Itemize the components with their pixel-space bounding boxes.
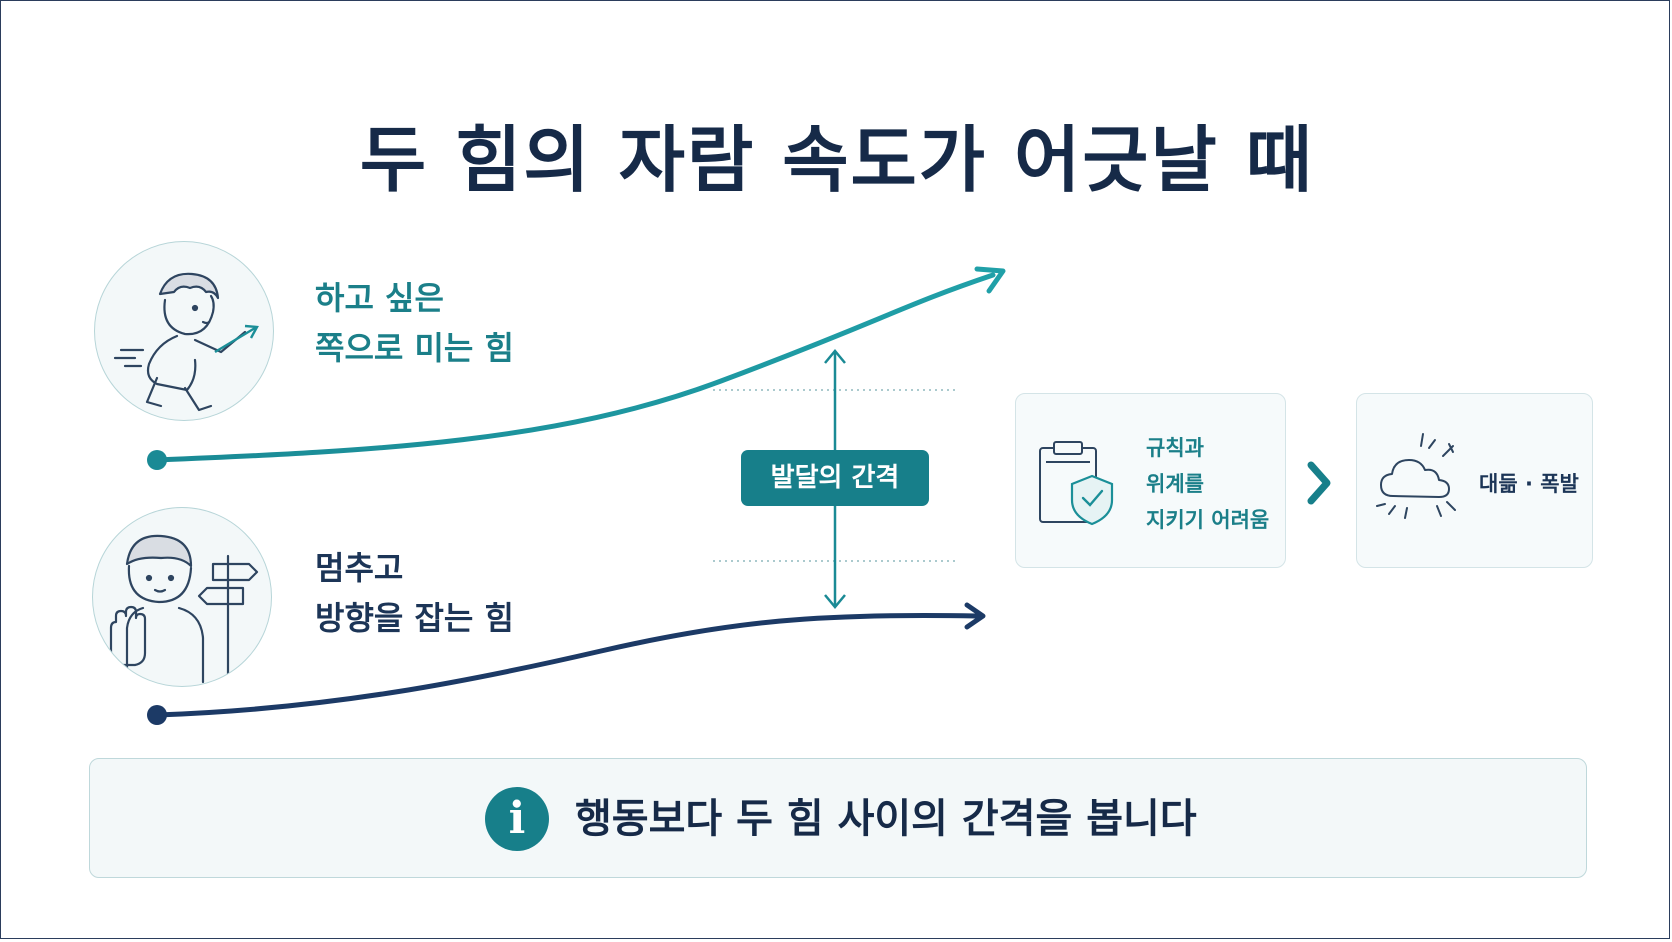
- push-force-label: 하고 싶은 쪽으로 미는 힘: [315, 273, 514, 373]
- stop-force-line1: 멈추고: [315, 549, 404, 587]
- running-child-icon: [94, 241, 274, 421]
- stop-force-start-dot: [147, 705, 167, 725]
- chevron-right-icon: [1307, 461, 1331, 505]
- result-label: 대듦 · 폭발: [1479, 472, 1579, 496]
- stop-force-curve: [154, 612, 980, 718]
- stop-force-arrowhead: [964, 602, 986, 630]
- development-gap-badge: 발달의 간격: [741, 450, 929, 506]
- result-card: 대듦 · 폭발: [1356, 393, 1593, 568]
- stop-force-label: 멈추고 방향을 잡는 힘: [315, 543, 514, 643]
- bottom-note-text: 행동보다 두 힘 사이의 간격을 봅니다: [575, 796, 1197, 842]
- push-force-arrowhead: [974, 266, 1006, 294]
- consequence-line3: 지키기 어려움: [1146, 508, 1270, 532]
- consequence-card: 규칙과 위계를 지키기 어려움: [1015, 393, 1286, 568]
- push-force-curve: [154, 272, 996, 463]
- gap-arrow-bottom-head: [824, 594, 846, 609]
- stop-force-line2: 방향을 잡는 힘: [315, 599, 514, 637]
- clipboard-shield-icon: [1039, 441, 1114, 526]
- push-force-start-dot: [147, 450, 167, 470]
- consequence-line1: 규칙과: [1146, 436, 1204, 460]
- gap-arrow-top-head: [824, 349, 846, 364]
- push-force-line1: 하고 싶은: [315, 279, 444, 317]
- slide-title: 두 힘의 자람 속도가 어긋날 때: [359, 118, 1315, 202]
- stopping-child-signpost-icon: [92, 507, 272, 687]
- consequence-line2: 위계를: [1146, 472, 1204, 496]
- storm-cloud-icon: [1376, 433, 1456, 519]
- info-icon: i: [485, 787, 549, 851]
- push-force-line2: 쪽으로 미는 힘: [315, 329, 514, 367]
- bottom-note: [89, 758, 1587, 878]
